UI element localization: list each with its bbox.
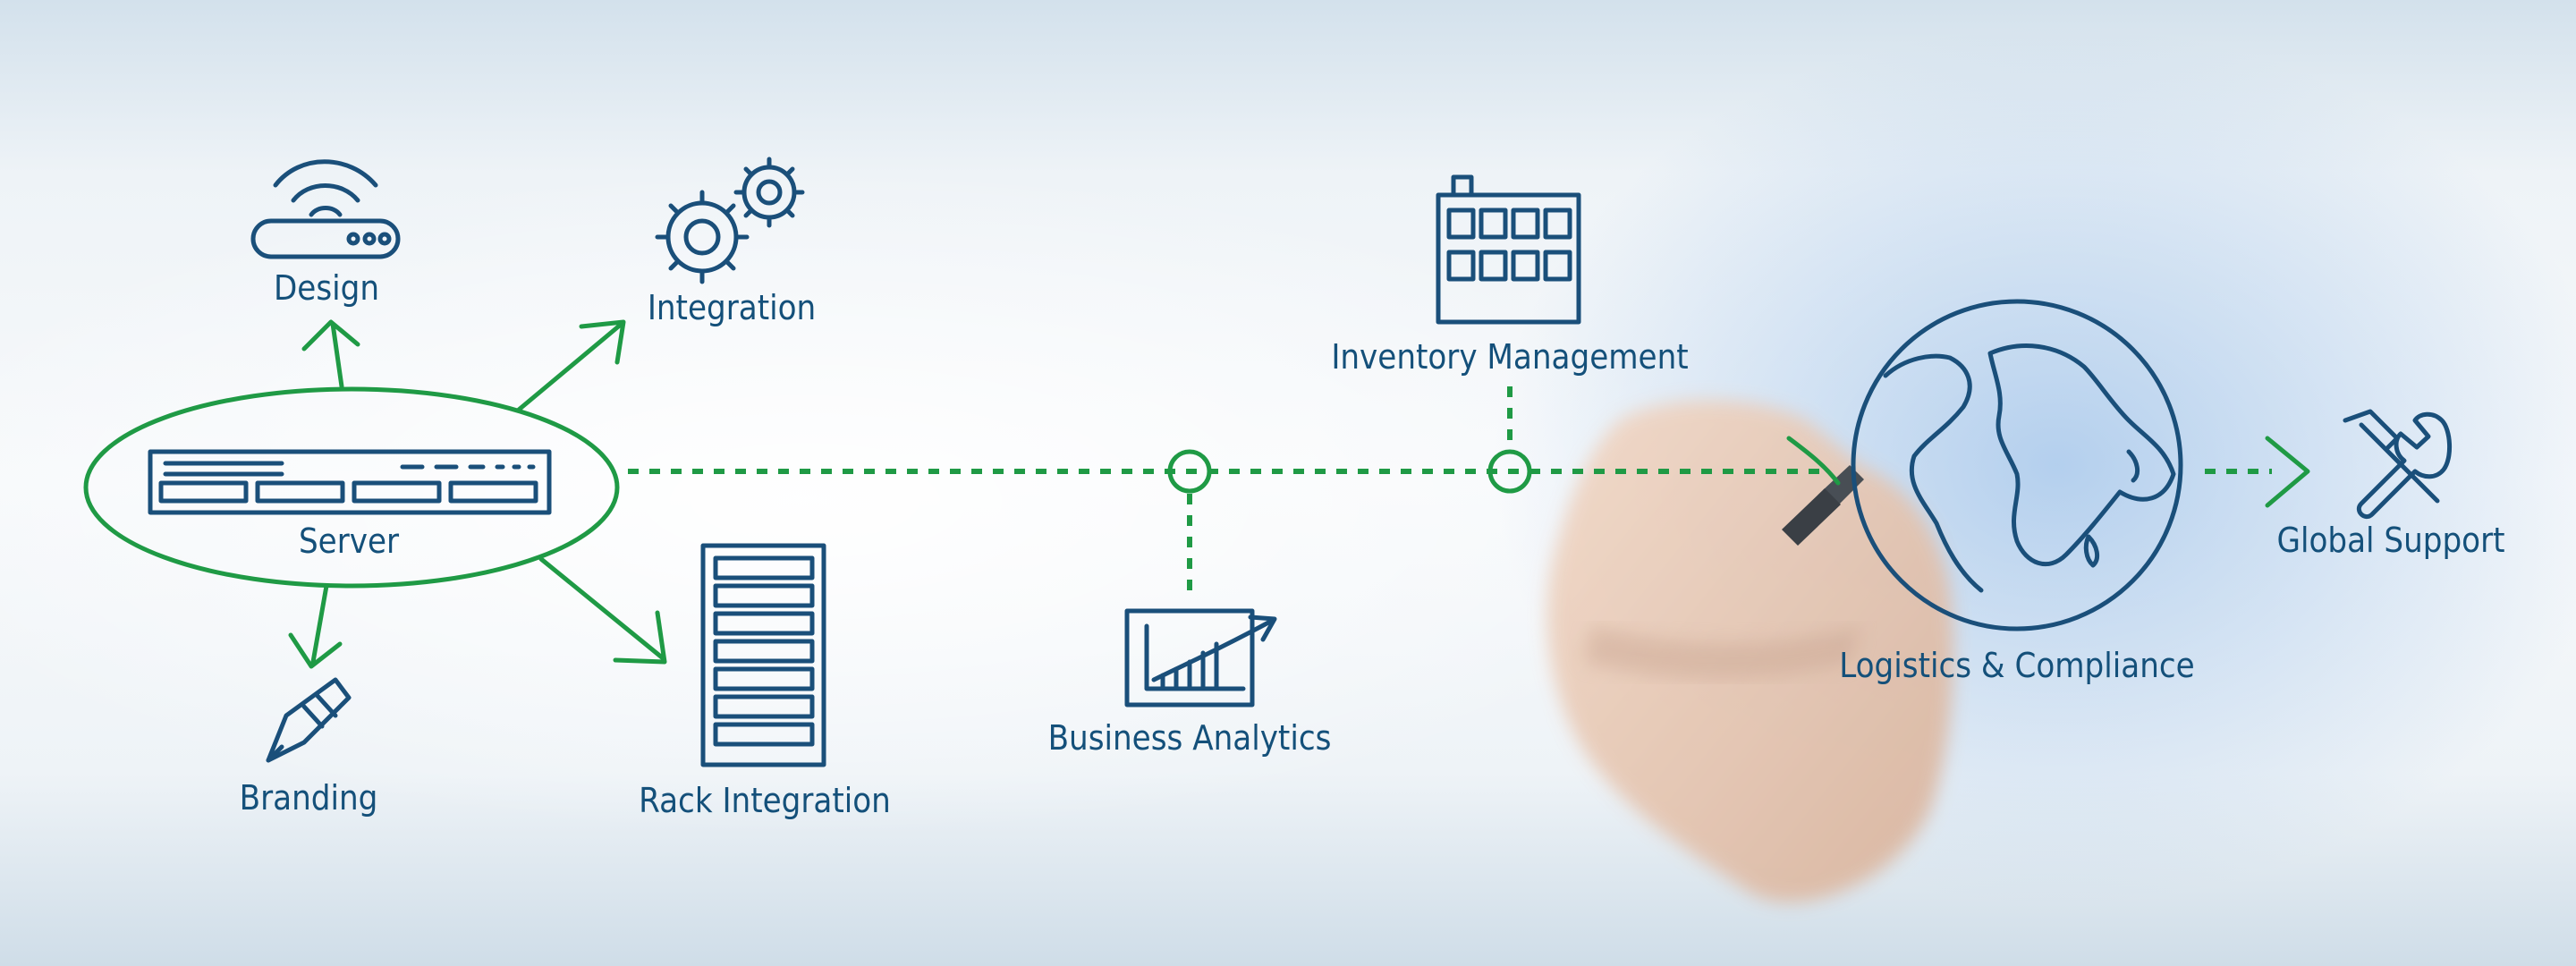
rack-icon	[700, 543, 826, 767]
hand-with-marker	[1546, 400, 1953, 902]
arrow-rack	[538, 556, 667, 665]
label-inventory-management: Inventory Management	[1331, 337, 1688, 377]
label-logistics-compliance: Logistics & Compliance	[1839, 646, 2194, 685]
label-design: Design	[274, 268, 379, 308]
tools-icon	[2343, 409, 2452, 520]
server-icon	[148, 449, 552, 515]
label-rack-integration: Rack Integration	[639, 781, 891, 820]
label-integration: Integration	[648, 288, 816, 327]
arrow-integration	[516, 319, 626, 412]
node-analytics	[1167, 449, 1212, 494]
node-inventory	[1487, 449, 1532, 494]
label-server: Server	[299, 521, 400, 561]
router-icon	[250, 159, 401, 259]
chart-icon	[1124, 608, 1277, 708]
gears-icon	[655, 157, 805, 284]
building-icon	[1436, 174, 1581, 325]
label-global-support: Global Support	[2276, 521, 2504, 560]
arrow-support	[2265, 436, 2310, 508]
pencil-icon	[266, 677, 352, 763]
arrow-design	[301, 319, 360, 389]
server-ellipse	[83, 386, 620, 589]
arrow-branding	[288, 583, 343, 669]
globe-icon	[1851, 299, 2183, 631]
label-business-analytics: Business Analytics	[1048, 718, 1332, 758]
label-branding: Branding	[240, 778, 378, 818]
checkmark	[1786, 436, 1841, 486]
